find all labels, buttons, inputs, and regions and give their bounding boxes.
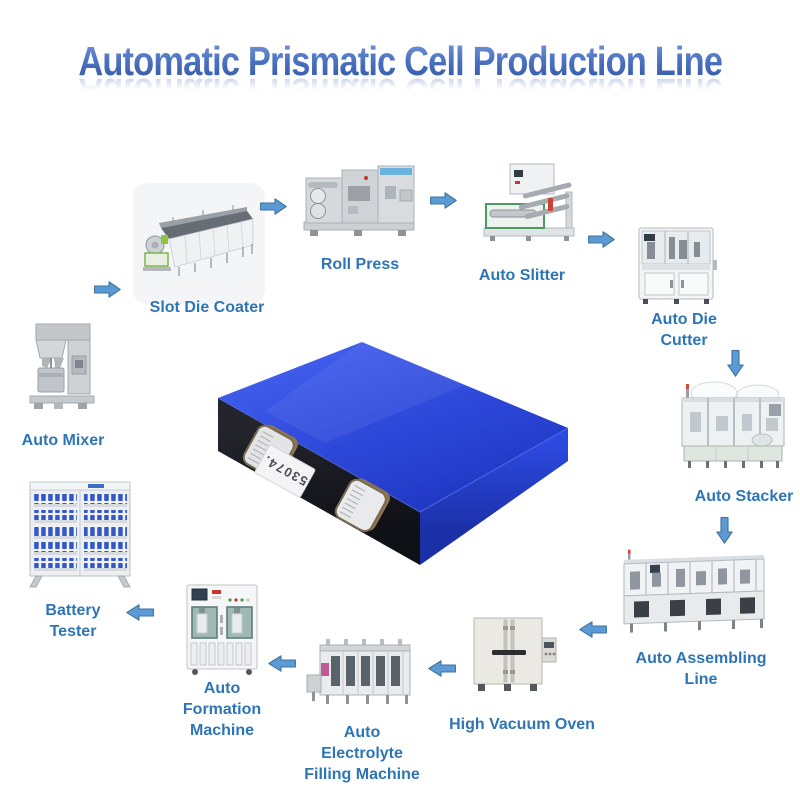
auto-formation-machine-label: Auto Formation Machine [182, 680, 262, 740]
roll-press-label: Roll Press [320, 256, 400, 273]
auto-slitter-image [478, 158, 580, 246]
auto-mixer-label: Auto Mixer [21, 432, 105, 449]
arrow-formation-to-tester [126, 604, 154, 621]
auto-formation-machine-image [182, 581, 262, 677]
arrow-assembling-to-oven [579, 621, 607, 638]
auto-stacker-label: Auto Stacker [694, 488, 794, 505]
auto-electrolyte-filling-machine-label: Auto Electrolyte Filling Machine [304, 724, 420, 784]
auto-electrolyte-filling-machine-image [306, 633, 418, 725]
auto-assembling-line-label: Auto Assembling Line [635, 650, 767, 689]
arrow-mixer-to-coater [94, 281, 121, 298]
battery-tester-image [26, 478, 134, 590]
auto-slitter-label: Auto Slitter [478, 267, 566, 284]
auto-mixer-image [24, 316, 102, 414]
page-title: Automatic Prismatic Cell Production Line [78, 38, 723, 84]
roll-press-image [296, 156, 422, 242]
high-vacuum-oven-label: High Vacuum Oven [449, 716, 595, 733]
arrow-filling-to-formation [268, 655, 296, 672]
arrow-stacker-to-assembling [716, 517, 733, 544]
auto-stacker-image [676, 376, 790, 472]
auto-die-cutter-label: Auto Die Cutter [651, 311, 717, 350]
battery-tester-label: Battery Tester [45, 602, 101, 641]
page-title-wrap: Automatic Prismatic Cell Production Line [0, 38, 800, 85]
arrow-coater-to-rollpress [260, 198, 287, 215]
arrow-diecutter-to-stacker [727, 350, 744, 377]
auto-assembling-line-image [620, 544, 770, 642]
slot-die-coater-label: Slot Die Coater [149, 299, 265, 316]
slot-die-coater-image [133, 183, 265, 304]
arrow-slitter-to-diecutter [588, 231, 615, 248]
prismatic-cell-image: 53074. [205, 333, 600, 573]
high-vacuum-oven-image [468, 612, 560, 698]
arrow-oven-to-filling [428, 660, 456, 677]
auto-die-cutter-image [634, 224, 720, 308]
arrow-rollpress-to-slitter [430, 192, 457, 209]
